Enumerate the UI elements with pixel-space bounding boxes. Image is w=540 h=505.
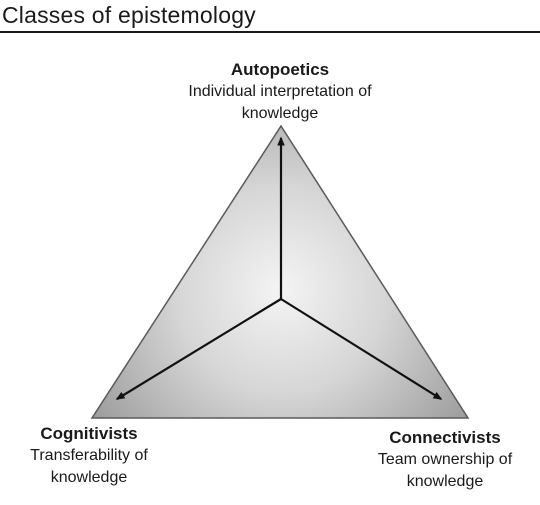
node-cognitivists-desc-line1: Transferability of	[30, 447, 148, 464]
node-connectivists-title: Connectivists	[389, 428, 501, 447]
node-cognitivists-desc-line2: knowledge	[50, 469, 128, 486]
node-connectivists-desc-line1: Team ownership of	[377, 451, 513, 468]
node-autopoetics-desc-line1: Individual interpretation of	[188, 83, 372, 100]
node-autopoetics-desc-line2: knowledge	[241, 105, 319, 122]
node-autopoetics-title: Autopoetics	[230, 60, 330, 79]
node-cognitivists-title: Cognitivists	[40, 424, 138, 443]
node-connectivists: Connectivists Team ownership of knowledg…	[355, 427, 535, 493]
arrow-to-cognitivists	[115, 298, 282, 400]
arrow-to-connectivists	[280, 298, 443, 400]
title-rule	[0, 31, 540, 33]
page-title: Classes of epistemology	[2, 2, 256, 28]
node-autopoetics: Autopoetics Individual interpretation of…	[150, 59, 410, 125]
node-connectivists-desc-line2: knowledge	[406, 473, 484, 490]
node-cognitivists: Cognitivists Transferability of knowledg…	[0, 423, 178, 489]
